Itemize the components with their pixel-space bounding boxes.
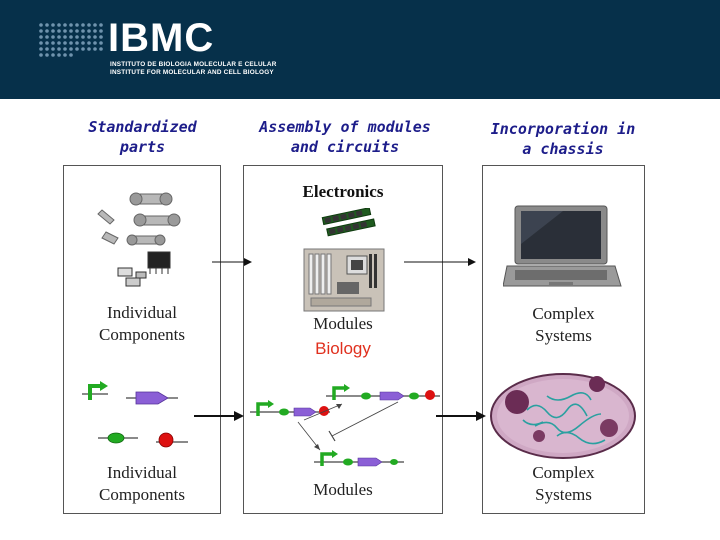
modules-label-biology: Modules (313, 480, 373, 499)
complex-systems-label-bottom: Complex Systems (483, 462, 644, 506)
label-line: Individual (107, 303, 177, 322)
chassis-word: chassis (540, 140, 604, 158)
individual-components-label-top: Individual Components (64, 302, 220, 346)
label-line: Systems (535, 485, 592, 504)
arrow-right-icon (212, 258, 252, 266)
logo-wordmark: IBMC (108, 16, 215, 60)
panel-complex-systems: Complex Systems Complex Systems (482, 165, 645, 514)
heading-prefix: a (522, 140, 541, 158)
arrow-right-icon (436, 411, 486, 421)
electronics-title: Electronics (302, 182, 384, 201)
panel-individual-components: Individual Components Individual Compone… (63, 165, 221, 514)
arrow-right-icon (404, 258, 476, 266)
panel-modules: Electronics Modules Biology (243, 165, 443, 514)
biological-circuit-icon (250, 384, 440, 467)
electronic-components-icon (117, 251, 171, 287)
heading-line: Assembly of modules (259, 118, 431, 136)
individual-components-label-bottom: Individual Components (64, 462, 220, 506)
heading-line: a chassis (478, 139, 648, 159)
logo-subtitle-line-2: INSTITUTE FOR MOLECULAR AND CELL BIOLOGY (110, 69, 274, 76)
logo-subtitle-line-1: INSTITUTO DE BIOLOGIA MOLECULAR E CELULA… (110, 61, 277, 68)
memory-modules-icon (321, 208, 376, 237)
laptop-icon (503, 205, 622, 287)
label-line: Individual (107, 463, 177, 482)
column-heading-incorporation: Incorporation in a chassis (478, 119, 648, 159)
heading-line: Incorporation in (490, 120, 636, 138)
cell-chassis-icon (490, 373, 636, 459)
label-line: Systems (535, 326, 592, 345)
logo-dot-grid-icon (39, 23, 103, 57)
biological-parts-icon (82, 381, 188, 448)
header-bar: IBMC INSTITUTO DE BIOLOGIA MOLECULAR E C… (0, 0, 720, 99)
motherboard-icon (303, 248, 385, 312)
heading-line: and circuits (290, 138, 400, 156)
label-line: Complex (532, 304, 595, 323)
column-heading-standardized-parts: Standardized parts (70, 117, 215, 157)
heading-line: Standardized (88, 118, 197, 136)
label-line: Components (99, 325, 185, 344)
logo-subtitle: INSTITUTO DE BIOLOGIA MOLECULAR E CELULA… (110, 61, 277, 77)
complex-systems-label-top: Complex Systems (483, 303, 644, 347)
mechanical-parts-icon (97, 192, 181, 246)
heading-line: parts (119, 138, 166, 156)
label-line: Complex (532, 463, 595, 482)
modules-label-electronics: Modules (313, 314, 373, 333)
column-heading-assembly: Assembly of modules and circuits (240, 117, 450, 157)
biology-title: Biology (315, 339, 371, 358)
label-line: Components (99, 485, 185, 504)
arrow-right-icon (194, 411, 244, 421)
